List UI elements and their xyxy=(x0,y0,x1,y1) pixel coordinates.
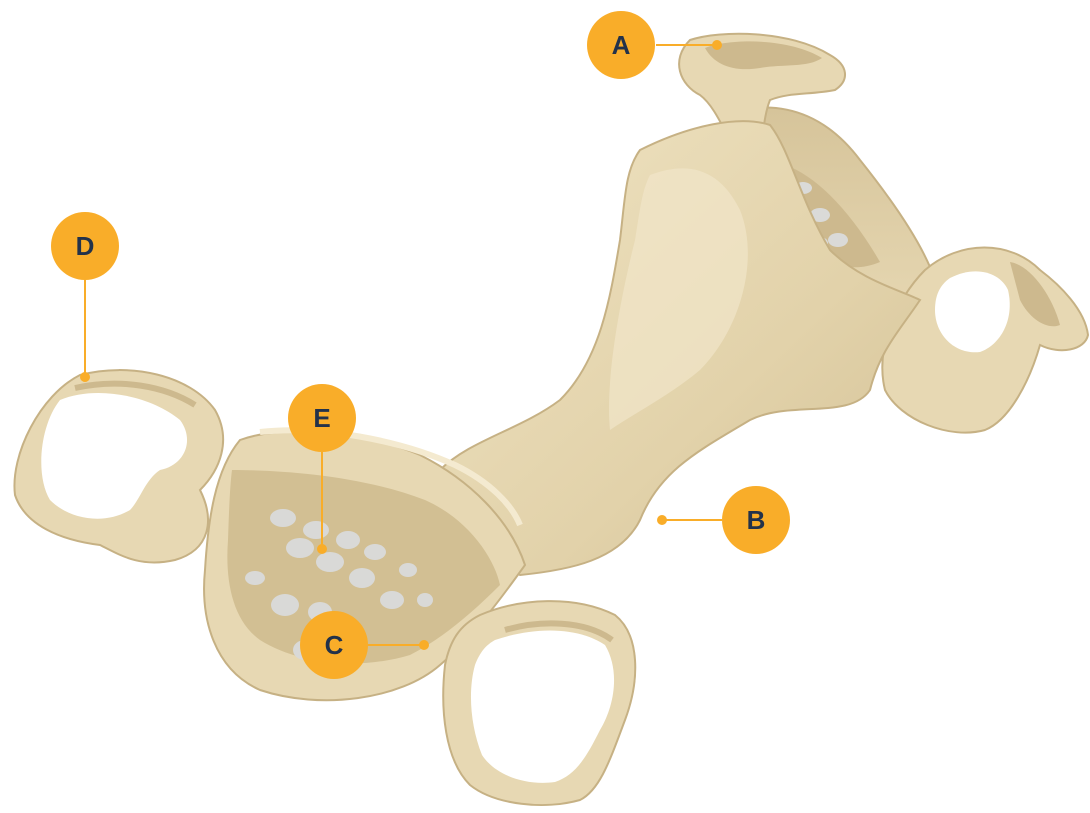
leader-dot-c xyxy=(420,641,428,649)
callout-badge-b[interactable]: B xyxy=(722,486,790,554)
bottom-ring-arm xyxy=(443,601,635,805)
leader-dot-e xyxy=(318,545,326,553)
leader-dot-a xyxy=(713,41,721,49)
leader-dot-d xyxy=(81,373,89,381)
callout-badge-e[interactable]: E xyxy=(288,384,356,452)
callout-badge-d[interactable]: D xyxy=(51,212,119,280)
leader-dot-b xyxy=(658,516,666,524)
callout-badge-c[interactable]: C xyxy=(300,611,368,679)
callout-badge-a[interactable]: A xyxy=(587,11,655,79)
left-ring-arm xyxy=(14,370,223,562)
